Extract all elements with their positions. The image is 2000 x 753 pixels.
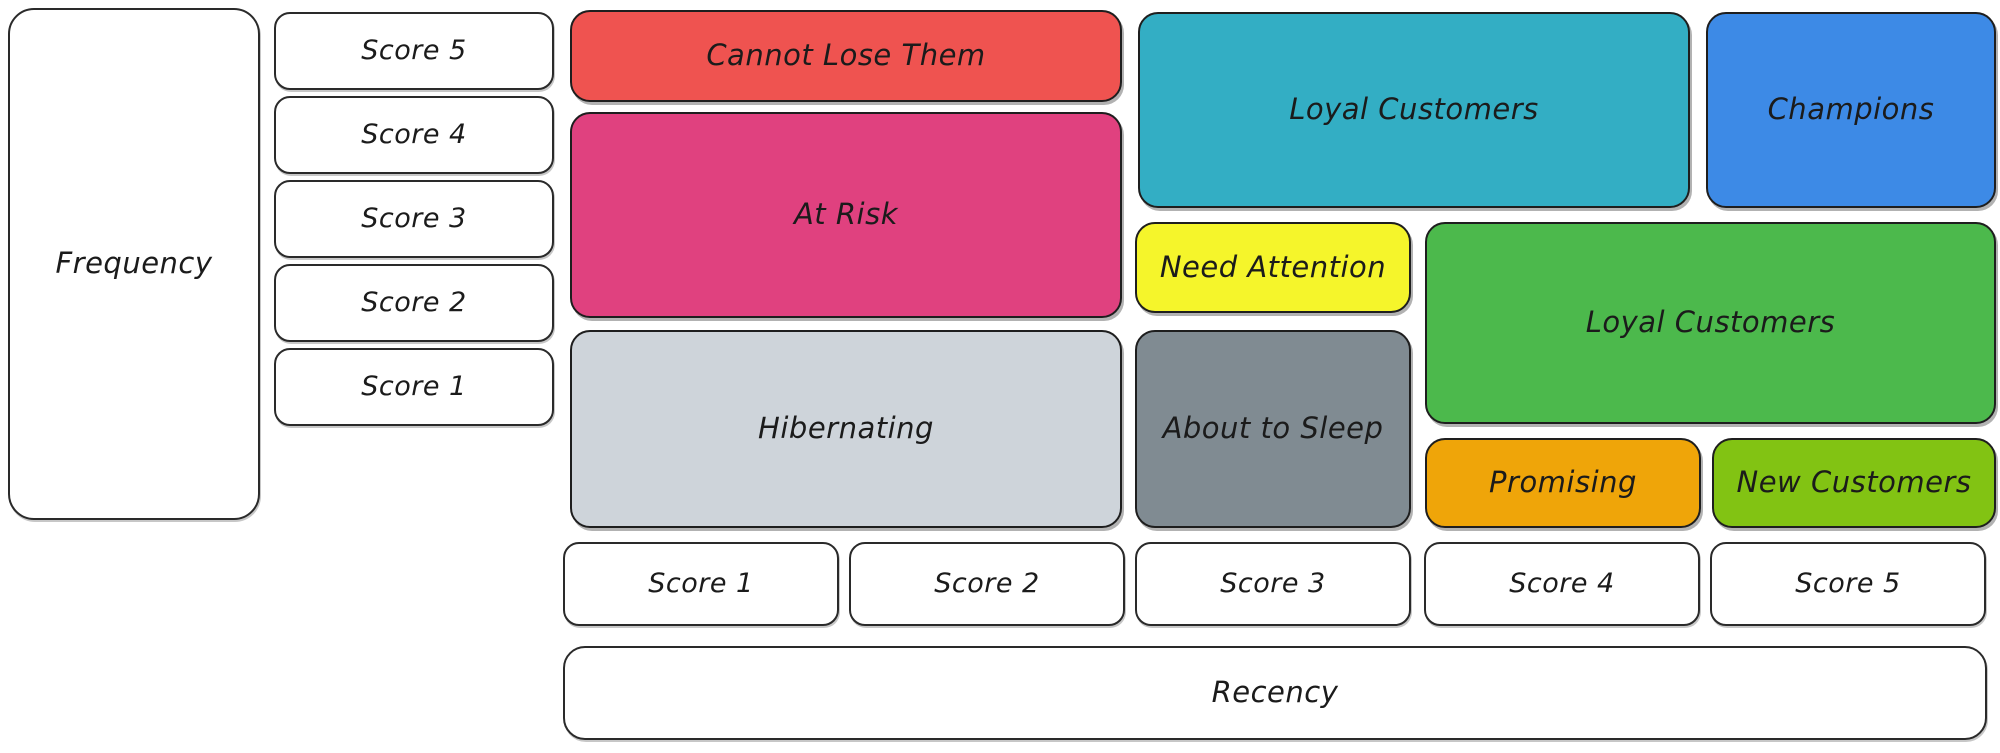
recency-score-5[interactable]: Score 5 [1710, 542, 1986, 626]
segment-cannot-lose-them[interactable]: Cannot Lose Them [570, 10, 1122, 102]
recency-score-2[interactable]: Score 2 [849, 542, 1125, 626]
segment-about-to-sleep[interactable]: About to Sleep [1135, 330, 1411, 528]
recency-axis-label: Recency [563, 646, 1987, 740]
frequency-score-5[interactable]: Score 5 [274, 12, 554, 90]
frequency-score-1[interactable]: Score 1 [274, 348, 554, 426]
recency-score-3[interactable]: Score 3 [1135, 542, 1411, 626]
segment-champions[interactable]: Champions [1706, 12, 1996, 208]
frequency-score-3[interactable]: Score 3 [274, 180, 554, 258]
frequency-score-4[interactable]: Score 4 [274, 96, 554, 174]
segment-need-attention[interactable]: Need Attention [1135, 222, 1411, 313]
frequency-score-2[interactable]: Score 2 [274, 264, 554, 342]
frequency-axis-label: Frequency [8, 8, 260, 520]
segment-at-risk[interactable]: At Risk [570, 112, 1122, 318]
segment-loyal-customers-teal[interactable]: Loyal Customers [1138, 12, 1690, 208]
segment-loyal-customers-green[interactable]: Loyal Customers [1425, 222, 1996, 424]
segment-promising[interactable]: Promising [1425, 438, 1701, 528]
segment-hibernating[interactable]: Hibernating [570, 330, 1122, 528]
segment-new-customers[interactable]: New Customers [1712, 438, 1996, 528]
recency-score-4[interactable]: Score 4 [1424, 542, 1700, 626]
recency-score-1[interactable]: Score 1 [563, 542, 839, 626]
